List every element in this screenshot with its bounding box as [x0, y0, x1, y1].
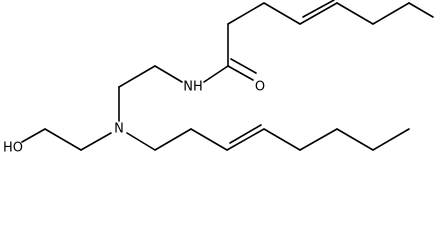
bond-c14-o	[227, 65, 254, 81]
bond-c4-c5	[154, 65, 183, 83]
bond-c17-c18	[299, 2, 338, 25]
bond-c7-c8	[190, 128, 228, 151]
bond-nh-c14	[203, 65, 229, 83]
bond-c20-c21	[408, 2, 434, 18]
bond-c6-c7	[154, 128, 192, 151]
bond-c16-c17	[263, 2, 301, 25]
octenoyl-chain	[203, 0, 434, 83]
amine-nitrogen-label: N	[114, 122, 124, 137]
amide-nitrogen-label: NH	[183, 80, 203, 95]
hydroxyl-label: HO	[3, 141, 23, 156]
bond-c18-c19	[336, 2, 374, 25]
bond-c8-c9-double	[229, 124, 262, 144]
bond-c11-c12	[336, 128, 374, 151]
bond-c19-c20	[372, 2, 410, 25]
bond-c1-c2	[44, 128, 82, 151]
bond-c17-c18-double	[302, 0, 335, 18]
octenyl-chain	[126, 124, 410, 151]
bond-n-c6	[126, 132, 156, 151]
bond-c9-c10	[263, 128, 301, 151]
bond-c3-c4	[118, 65, 156, 88]
carbonyl-oxygen-label: O	[255, 80, 265, 95]
hydroxyethyl-arm	[21, 128, 112, 151]
bond-c15-c16	[227, 2, 265, 25]
bond-o-c1	[21, 128, 46, 143]
bond-c8-c9	[226, 128, 265, 151]
bond-c2-n	[80, 132, 112, 151]
bond-c14-o-double	[230, 58, 257, 74]
chemical-structure-diagram: HO N NH O	[3, 0, 434, 156]
bond-c12-c13	[372, 128, 410, 151]
ethylene-bridge	[118, 65, 183, 122]
bond-c10-c11	[299, 128, 338, 151]
